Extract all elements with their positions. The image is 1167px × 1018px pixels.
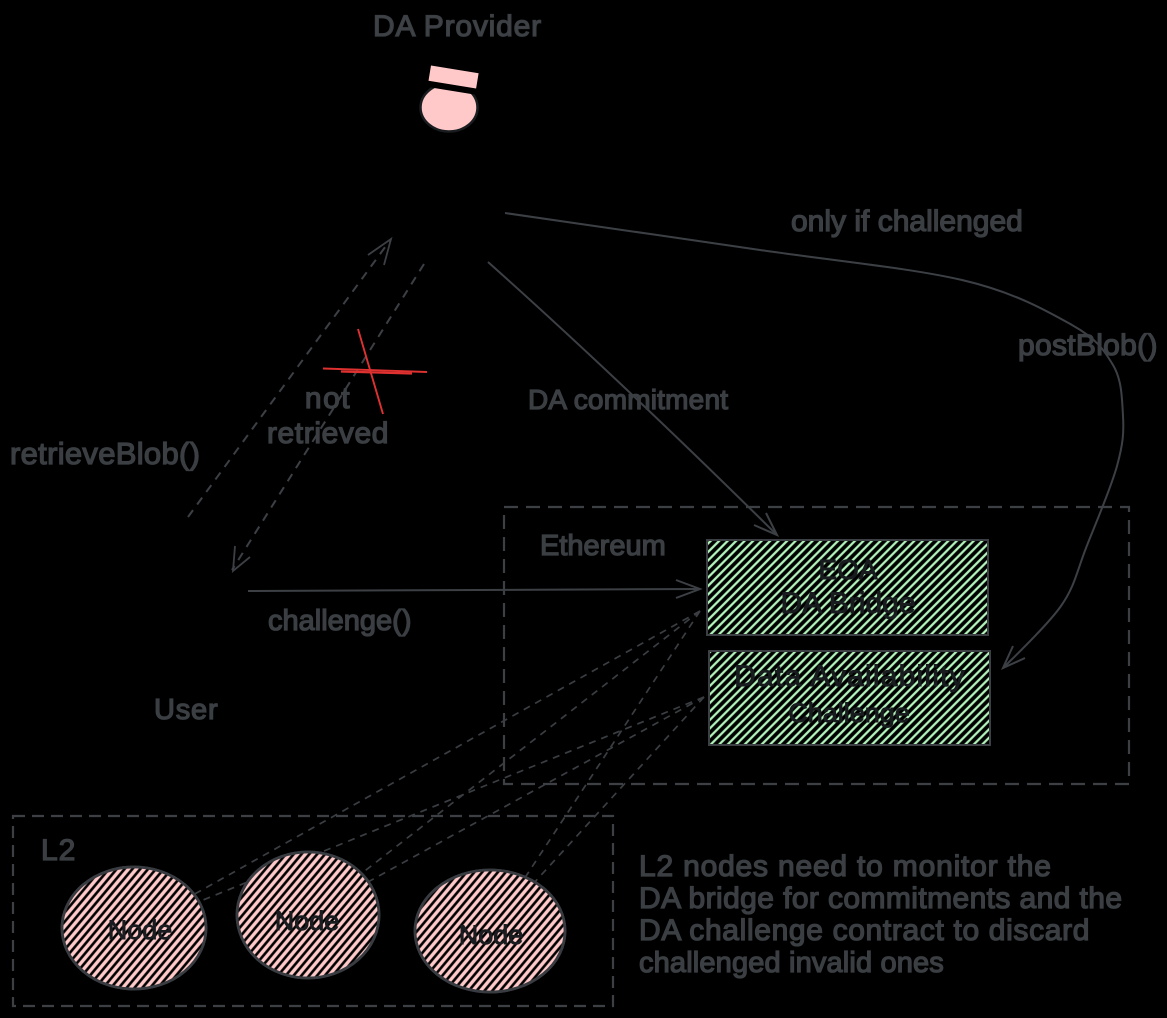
- svg-text:retrieved: retrieved: [267, 417, 389, 450]
- svg-text:only if challenged: only if challenged: [791, 205, 1023, 238]
- svg-text:L2: L2: [41, 834, 76, 867]
- svg-text:retrieveBlob(): retrieveBlob(): [10, 436, 200, 471]
- svg-text:Node: Node: [459, 920, 524, 950]
- svg-text:DA challenge contract to disca: DA challenge contract to discard: [639, 914, 1090, 947]
- svg-text:User: User: [154, 694, 218, 726]
- svg-text:EOA: EOA: [818, 554, 877, 585]
- svg-text:Node: Node: [108, 915, 173, 945]
- svg-text:challenge(): challenge(): [268, 605, 411, 637]
- svg-text:not: not: [305, 382, 351, 415]
- svg-text:Ethereum: Ethereum: [540, 530, 666, 562]
- svg-text:DA bridge for commitments and: DA bridge for commitments and the: [639, 882, 1122, 915]
- svg-text:DA commitment: DA commitment: [528, 384, 728, 415]
- svg-text:L2 nodes need to monitor the: L2 nodes need to monitor the: [639, 850, 1052, 883]
- svg-text:postBlob(): postBlob(): [1018, 329, 1158, 362]
- svg-text:DA Bridge: DA Bridge: [780, 587, 915, 620]
- svg-text:challenged invalid ones: challenged invalid ones: [639, 947, 944, 979]
- svg-text:Node: Node: [275, 906, 340, 936]
- svg-text:Challenge: Challenge: [788, 698, 910, 728]
- svg-text:Data Availability: Data Availability: [734, 660, 966, 693]
- svg-text:DA Provider: DA Provider: [373, 10, 542, 43]
